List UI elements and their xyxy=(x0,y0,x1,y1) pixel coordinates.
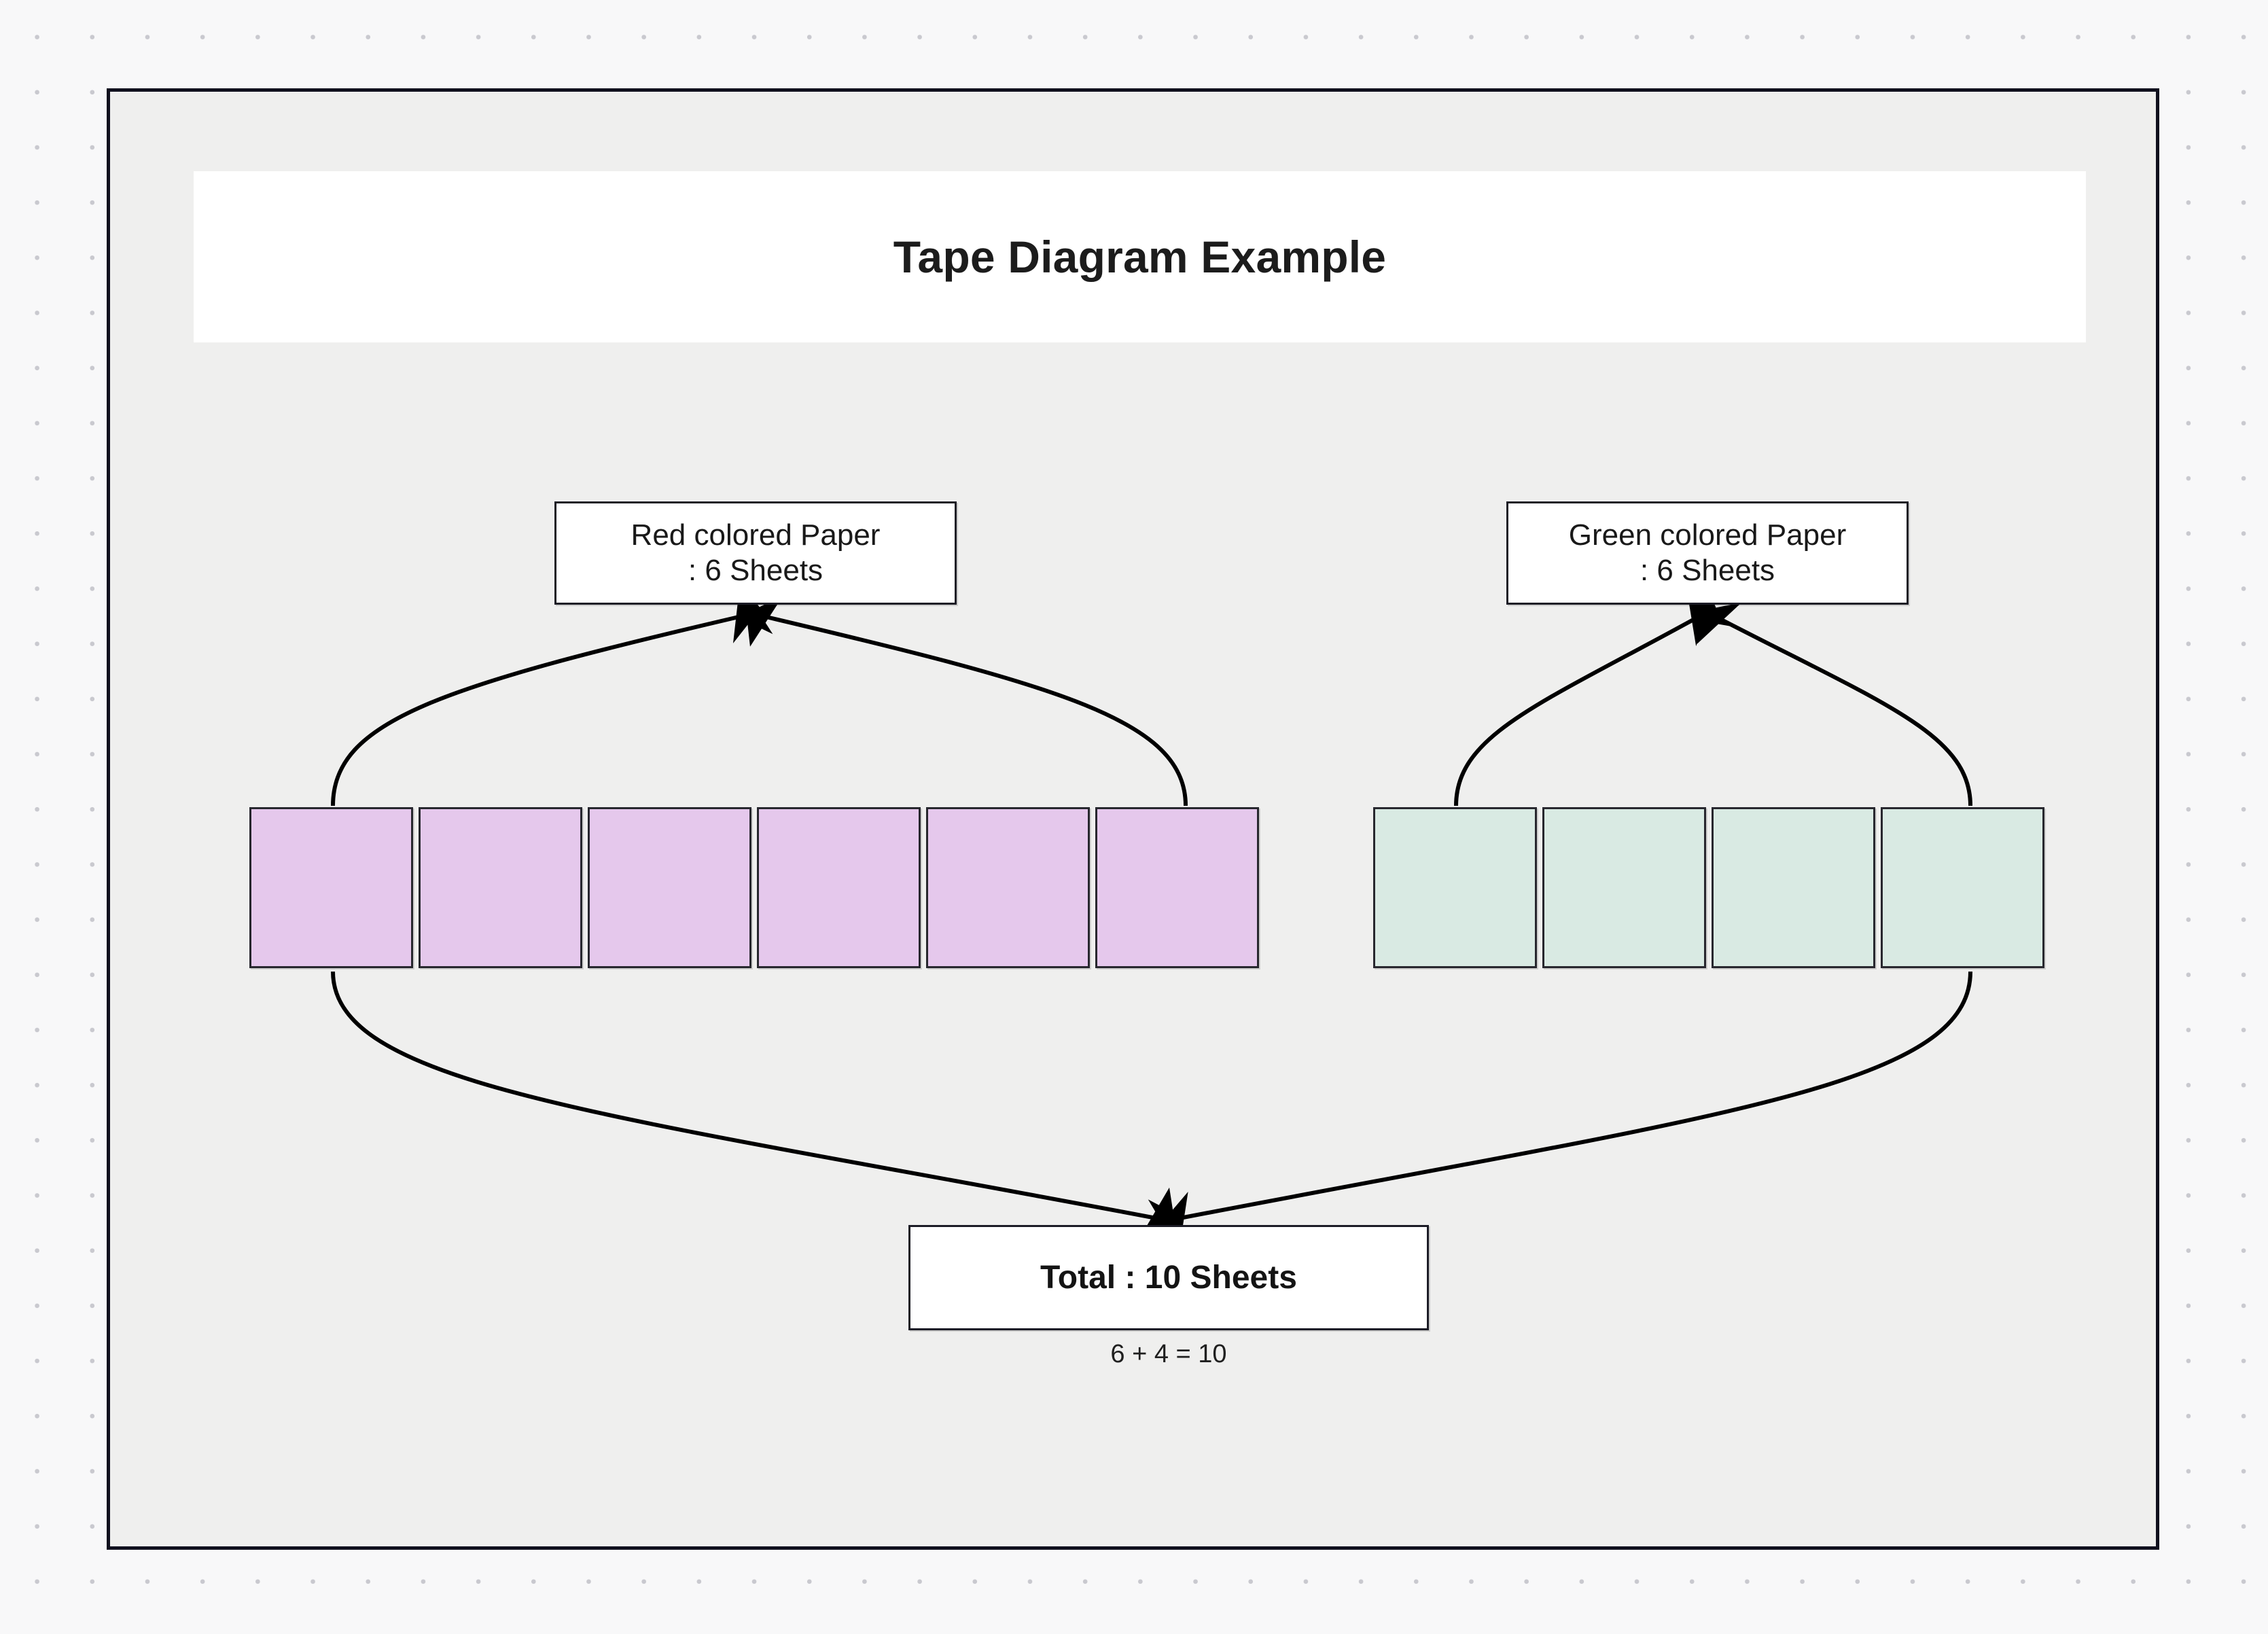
tape-segment[interactable] xyxy=(588,807,751,968)
total-label: Total : 10 Sheets xyxy=(1040,1260,1297,1296)
total-box[interactable]: Total : 10 Sheets xyxy=(908,1225,1429,1330)
tape-segment[interactable] xyxy=(757,807,921,968)
green-group-label-line1: Green colored Paper xyxy=(1568,518,1847,552)
red-group-label-line2: : 6 Sheets xyxy=(688,554,823,587)
green-tape-row xyxy=(1373,807,2044,968)
tape-segment[interactable] xyxy=(249,807,413,968)
tape-segment[interactable] xyxy=(1881,807,2044,968)
total-equation: 6 + 4 = 10 xyxy=(1110,1340,1227,1368)
red-tape-row xyxy=(249,807,1259,968)
page-title: Tape Diagram Example xyxy=(893,232,1387,282)
tape-segment[interactable] xyxy=(926,807,1090,968)
tape-segment[interactable] xyxy=(1712,807,1875,968)
tape-segment[interactable] xyxy=(1373,807,1537,968)
red-group-label-box[interactable]: Red colored Paper : 6 Sheets xyxy=(554,501,957,605)
green-group-label-line2: : 6 Sheets xyxy=(1640,554,1775,587)
red-group-label-line1: Red colored Paper xyxy=(631,518,881,552)
green-group-label-box[interactable]: Green colored Paper : 6 Sheets xyxy=(1506,501,1909,605)
title-banner: Tape Diagram Example xyxy=(194,171,2086,342)
tape-segment[interactable] xyxy=(419,807,582,968)
tape-segment[interactable] xyxy=(1095,807,1259,968)
tape-segment[interactable] xyxy=(1542,807,1706,968)
